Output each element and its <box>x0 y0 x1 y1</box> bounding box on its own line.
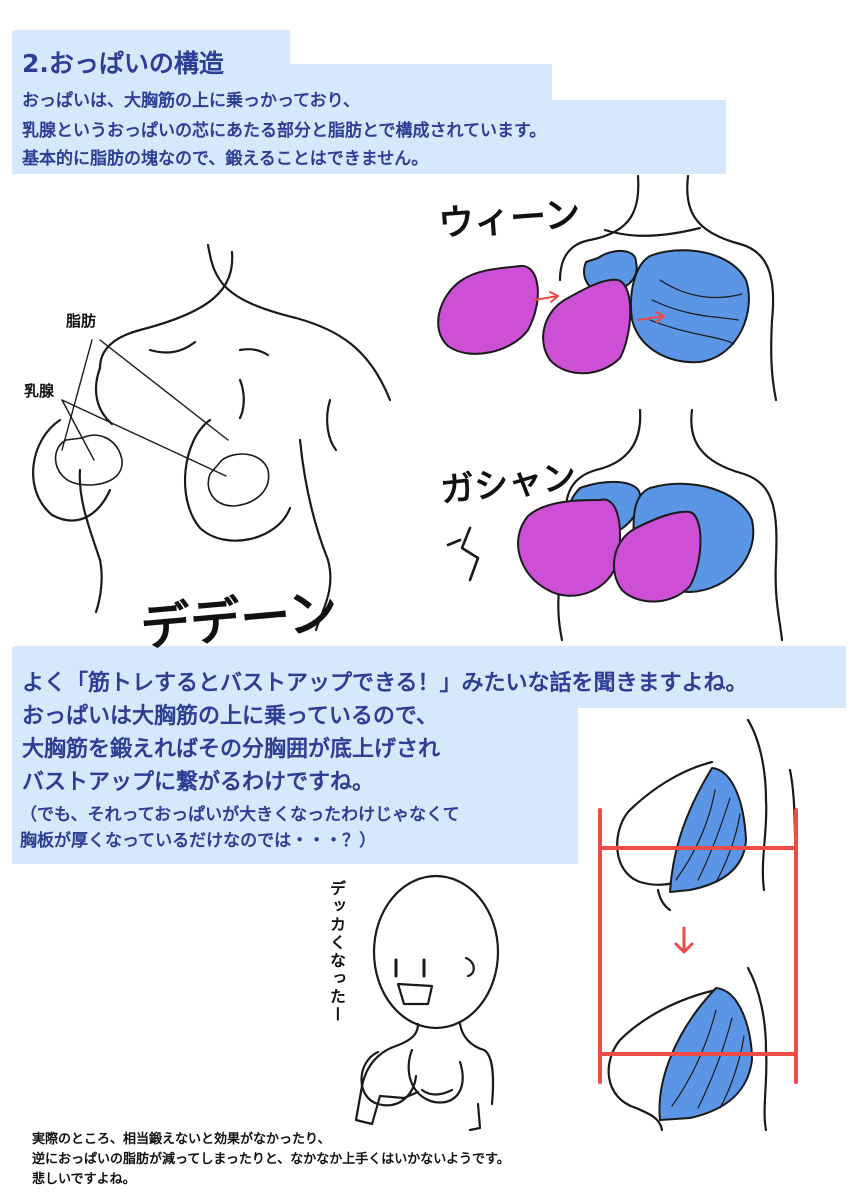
header-line-3: 基本的に脂肪の塊なので、鍛えることはできません。 <box>22 149 429 169</box>
chibi-character <box>354 874 500 1132</box>
page-title: 2.おっぱいの構造 <box>22 49 224 78</box>
sfx-whoosh: ウィーン <box>436 194 582 245</box>
torso-upper-right <box>558 174 778 402</box>
middle-aside-2: 胸板が厚くなっているだけなのでは・・・？） <box>20 831 377 851</box>
footer-line-3: 悲しいですよね。 <box>32 1172 136 1187</box>
middle-line-1: よく「筋トレするとバストアップできる！」みたいな話を聞きますよね。 <box>22 671 748 696</box>
header-band-text-2 <box>12 100 726 174</box>
side-view-after <box>607 966 768 1132</box>
torso-left-figure <box>32 243 392 632</box>
label-fat: 脂肪 <box>66 312 97 330</box>
header-line-1: おっぱいは、大胸筋の上に乗っかっており、 <box>22 91 360 111</box>
middle-band-body <box>12 702 578 864</box>
footer-line-1: 実際のところ、相当鍛えないと効果がなかったり、 <box>32 1132 331 1147</box>
chibi-speech: デッカくなったー <box>327 880 346 1024</box>
label-mammary: 乳腺 <box>24 382 55 400</box>
middle-line-3: 大胸筋を鍛えればその分胸囲が底上げされ <box>22 737 441 762</box>
middle-band-top <box>12 646 846 708</box>
footer-line-2: 逆におっぱいの脂肪が減ってしまったりと、なかなか上手くはいかないようです。 <box>32 1152 510 1167</box>
arrow-right-icon <box>637 311 665 323</box>
header-line-2: 乳腺というおっぱいの芯にあたる部分と脂肪とで構成されています。 <box>22 121 547 141</box>
arrow-down-icon <box>674 926 694 954</box>
middle-line-2: おっぱいは大胸筋の上に乗っているので、 <box>22 704 439 729</box>
header-band-text <box>12 64 552 106</box>
middle-line-4: バストアップに繋がるわけですね。 <box>22 770 375 795</box>
arrow-right-icon <box>533 291 559 303</box>
middle-aside-1: （でも、それっておっぱいが大きくなったわけじゃなくて <box>20 805 460 825</box>
